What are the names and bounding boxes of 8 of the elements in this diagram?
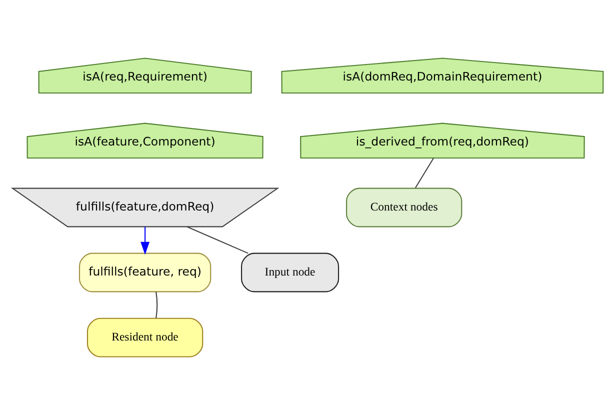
connector [414,158,434,188]
arrow [140,226,150,255]
node-box: Input node [240,252,340,292]
node-box: Context nodes [346,188,462,228]
connector [186,226,248,254]
node-box: Resident node [86,318,204,358]
node-box: fulfills(feature, req) [78,252,212,292]
connector [156,292,158,318]
